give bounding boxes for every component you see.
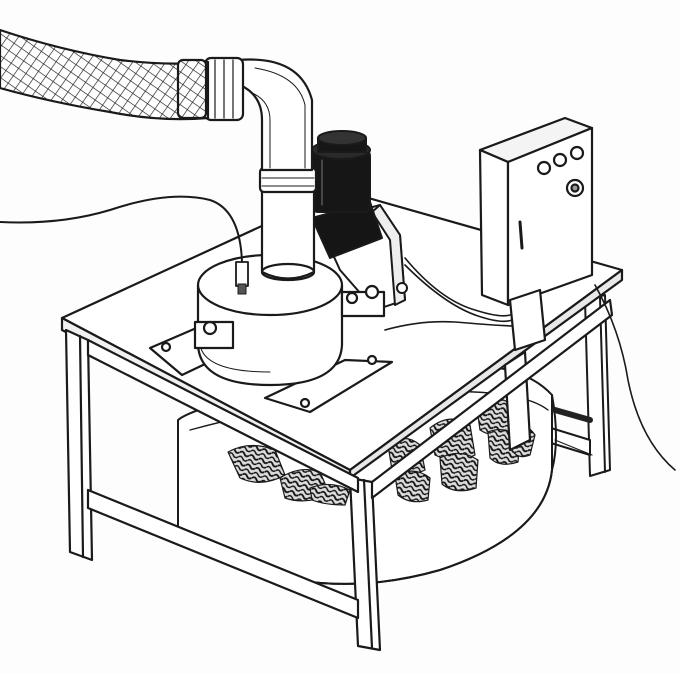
- rotor-housing: [148, 166, 394, 414]
- table-frame: [64, 298, 614, 652]
- geared-motor: [311, 130, 408, 311]
- braided-hose: [0, 28, 210, 121]
- control-box: [478, 116, 594, 352]
- control-wiring: [384, 257, 676, 471]
- elbow-pipe: [203, 56, 314, 172]
- sensor-cable: [0, 195, 249, 295]
